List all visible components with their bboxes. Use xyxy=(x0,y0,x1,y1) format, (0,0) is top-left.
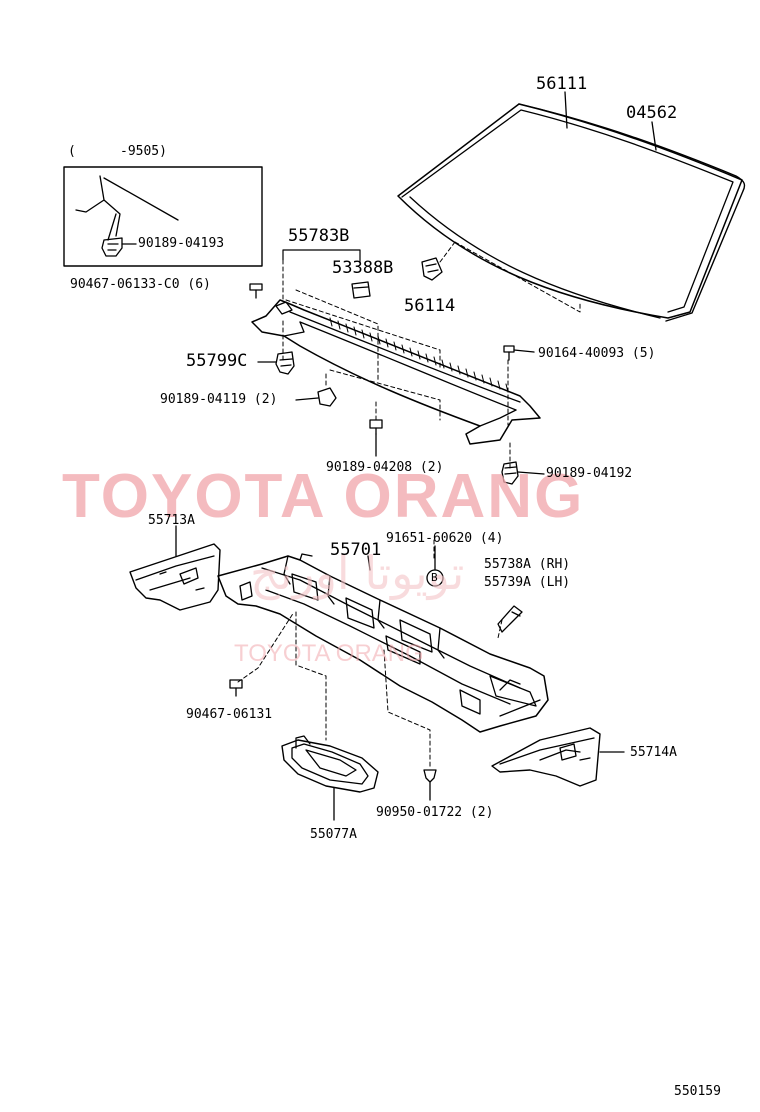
side-panel-55713A xyxy=(129,525,221,611)
cowl-louver xyxy=(251,299,541,445)
part-label-90467-06133: 90467-06133-C0 (6) xyxy=(70,277,211,292)
inset-box xyxy=(63,166,263,267)
side-panel-55714A xyxy=(491,727,625,787)
part-label-90164-40093: 90164-40093 (5) xyxy=(538,346,656,361)
part-label-55077A: 55077A xyxy=(310,827,357,842)
watermark-arabic: تويوتا اورنج xyxy=(250,546,465,600)
part-label-90189-04192: 90189-04192 xyxy=(546,466,633,481)
inset-date-code: -9505) xyxy=(120,144,167,159)
clip-90189-04208 xyxy=(369,419,383,457)
windshield-glass xyxy=(397,91,746,322)
part-label-90189-04208: 90189-04208 (2) xyxy=(326,460,444,475)
bolt-90467-06133 xyxy=(249,283,263,299)
part-label-90189-04119: 90189-04119 (2) xyxy=(160,392,278,407)
clip-55799C xyxy=(257,351,295,375)
clip-90950-01722 xyxy=(423,769,437,801)
part-label-56114: 56114 xyxy=(404,296,456,316)
part-label-90467-06131: 90467-06131 xyxy=(186,707,273,722)
diagram-code: 550159 xyxy=(674,1084,721,1099)
clip-90189-04119 xyxy=(295,387,337,407)
part-label-90189-04193: 90189-04193 xyxy=(138,236,225,251)
part-label-56111: 56111 xyxy=(536,74,588,94)
bracket-55738A xyxy=(497,605,523,633)
bolt-mark-letter: B xyxy=(431,571,438,584)
cowl-panel-55701 xyxy=(217,553,549,733)
part-label-55739A: 55739A (LH) xyxy=(484,575,571,590)
seal-55077A xyxy=(281,735,379,821)
watermark-sub: TOYOTA ORANG xyxy=(234,640,424,667)
part-label-04562: 04562 xyxy=(626,103,678,123)
part-label-55799C: 55799C xyxy=(186,351,248,371)
clip-56114 xyxy=(421,257,443,281)
screw-90164-40093 xyxy=(503,345,535,361)
part-label-55713A: 55713A xyxy=(148,513,195,528)
part-label-55701: 55701 xyxy=(330,540,382,560)
watermark-main: TOYOTA ORANG xyxy=(62,462,585,531)
bolt-mark xyxy=(426,545,444,587)
inset-date-open: ( xyxy=(68,144,76,159)
bracket-55783B xyxy=(282,249,361,263)
part-label-55783B: 55783B xyxy=(288,226,350,246)
clip-53388B xyxy=(351,281,371,299)
bolt-90467-06131 xyxy=(229,679,243,697)
clip-90189-04192 xyxy=(501,461,545,485)
part-label-55714A: 55714A xyxy=(630,745,677,760)
part-label-55738A: 55738A (RH) xyxy=(484,557,571,572)
part-label-53388B: 53388B xyxy=(332,258,394,278)
part-label-91651-60620: 91651-60620 (4) xyxy=(386,531,504,546)
part-label-90950-01722: 90950-01722 (2) xyxy=(376,805,494,820)
